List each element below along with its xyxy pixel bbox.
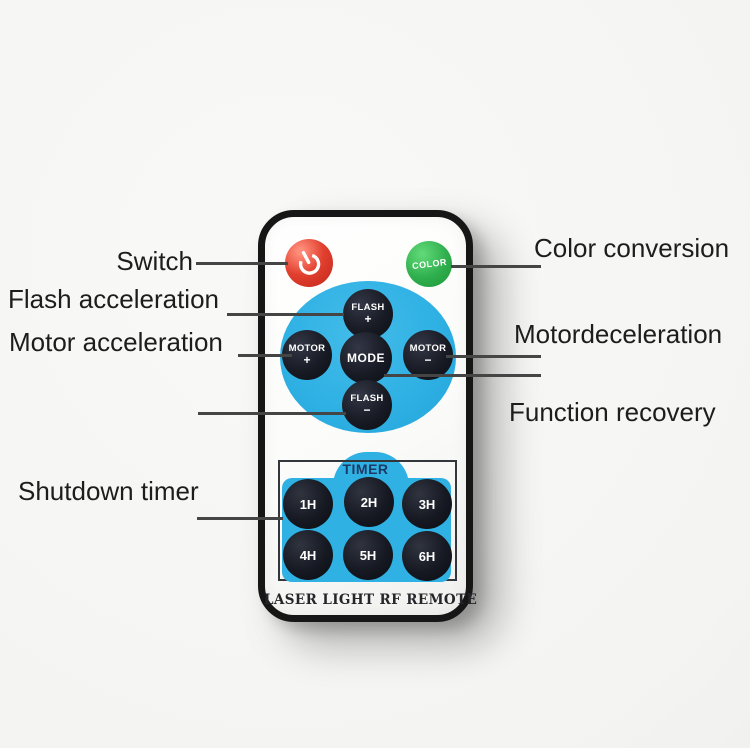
motor-minus-label: MOTOR [409, 342, 447, 354]
callout-line-function-recovery [384, 374, 541, 377]
plus-sign: + [364, 311, 372, 326]
flash-minus-button: FLASH − [342, 380, 392, 430]
timer-5h-button: 5H [343, 530, 393, 580]
callout-line-color-conversion [451, 265, 541, 268]
timer-1h-button: 1H [283, 479, 333, 529]
minus-sign: − [424, 352, 432, 367]
callout-line-flash-minus [198, 412, 346, 415]
brand-text: LASER LIGHT RF REMOTE [264, 592, 478, 608]
minus-sign: − [363, 402, 371, 417]
timer-6h-button: 6H [402, 531, 452, 581]
label-shutdown-timer: Shutdown timer [18, 476, 199, 506]
flash-plus-button: FLASH + [343, 289, 393, 339]
callout-line-motor-acceleration [238, 354, 292, 357]
callout-line-shutdown-timer [197, 517, 283, 520]
callout-line-motor-deceleration [446, 355, 541, 358]
power-icon [289, 243, 330, 284]
timer-3h-button: 3H [402, 479, 452, 529]
color-button-label: COLOR [411, 256, 447, 272]
flash-minus-label: FLASH [350, 392, 384, 404]
flash-plus-label: FLASH [351, 301, 385, 313]
mode-label: MODE [347, 350, 385, 365]
label-switch: Switch [116, 246, 193, 276]
plus-sign: + [303, 352, 311, 367]
timer-2h-button: 2H [344, 477, 394, 527]
label-motor-acceleration: Motor acceleration [9, 327, 223, 357]
motor-minus-button: MOTOR − [403, 330, 453, 380]
power-button [285, 239, 333, 287]
label-color-conversion: Color conversion [534, 233, 730, 263]
timer-title: TIMER [342, 461, 389, 477]
label-flash-acceleration: Flash acceleration [8, 284, 219, 314]
mode-button: MODE [340, 332, 392, 384]
timer-4h-button: 4H [283, 530, 333, 580]
label-function-recovery: Function recovery [509, 397, 716, 427]
callout-line-switch [196, 262, 288, 265]
label-motor-deceleration: Motordeceleration [514, 319, 723, 349]
color-button: COLOR [406, 241, 452, 287]
callout-line-flash-acceleration [227, 313, 344, 316]
motor-plus-label: MOTOR [288, 342, 326, 354]
